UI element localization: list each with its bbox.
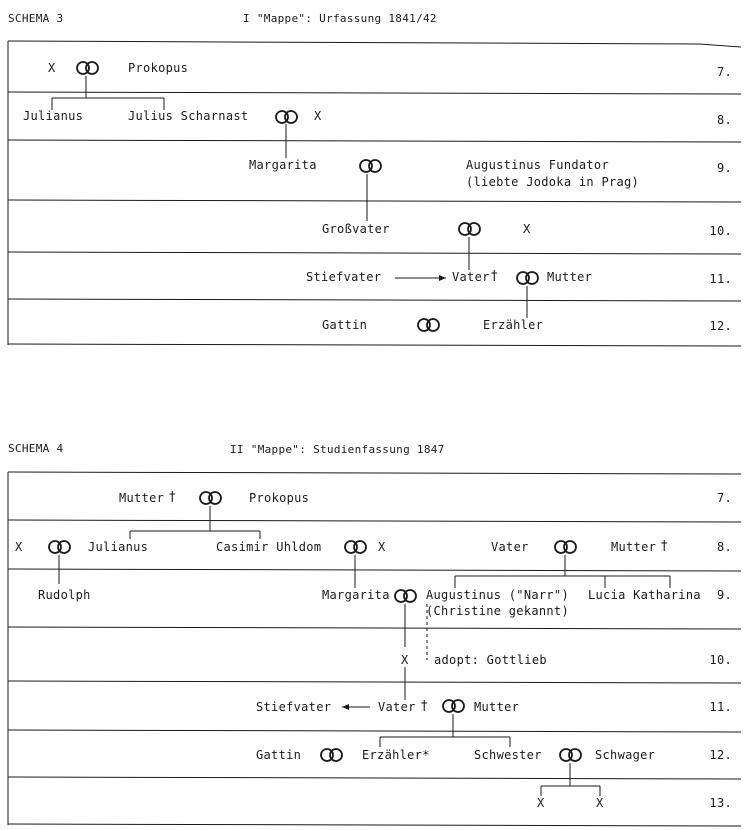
person-erzaehler: Erzähler <box>483 318 544 332</box>
person-augustinus: Augustinus Fundator <box>466 158 609 172</box>
marriage-rings-icon <box>442 699 465 713</box>
generation-number: 7. <box>716 65 732 79</box>
schema4-row-divider <box>7 568 742 572</box>
generation-number: 9. <box>716 161 732 175</box>
adoption-note: adopt: Gottlieb <box>434 653 547 667</box>
dagger-icon: † <box>491 269 498 284</box>
unknown-spouse: X <box>48 61 56 75</box>
marriage-rings-icon <box>48 540 71 554</box>
marriage-rings-icon <box>458 222 481 236</box>
generation-number: 10. <box>709 653 732 667</box>
schema3-label: SCHEMA 3 <box>8 12 64 25</box>
person-margarita: Margarita <box>249 158 317 172</box>
schema4-row-divider <box>7 729 742 733</box>
schema4-label: SCHEMA 4 <box>8 442 64 455</box>
schema3-title: I "Mappe": Urfassung 1841/42 <box>243 12 437 25</box>
unknown-child: X <box>537 796 545 810</box>
person-mutter: Mutter <box>611 540 657 554</box>
schema3-row-divider <box>7 298 742 302</box>
schema3-row-divider <box>7 251 742 255</box>
schema3-top-border <box>7 40 742 48</box>
marriage-rings-icon <box>559 748 582 762</box>
schema3-row-divider <box>7 139 742 143</box>
marriage-rings-icon <box>199 491 222 505</box>
marriage-rings-icon <box>394 589 417 603</box>
marriage-rings-icon <box>344 540 367 554</box>
dagger-icon: † <box>661 539 668 554</box>
person-lucia-katharina: Lucia Katharina <box>588 588 701 602</box>
marriage-rings-icon <box>417 318 440 332</box>
schema3-row-divider <box>7 199 742 203</box>
dagger-icon: † <box>421 699 428 714</box>
person-schwester: Schwester <box>474 748 542 762</box>
schema3-bottom-border <box>7 343 742 347</box>
marriage-rings-icon <box>516 271 539 285</box>
person-stiefvater: Stiefvater <box>306 270 382 284</box>
generation-number: 8. <box>716 113 732 127</box>
person-julianus: Julianus <box>88 540 149 554</box>
person-schwager: Schwager <box>595 748 656 762</box>
generation-number: 10. <box>709 224 732 238</box>
generation-number: 12. <box>709 748 732 762</box>
generation-number: 11. <box>709 700 732 714</box>
unknown-spouse: X <box>15 540 23 554</box>
schema4-row-divider <box>7 776 742 780</box>
unknown-spouse: X <box>314 109 322 123</box>
marriage-rings-icon <box>320 748 343 762</box>
schema4-bottom-border <box>7 823 742 827</box>
schema3-row-divider <box>7 91 742 95</box>
person-gattin: Gattin <box>256 748 302 762</box>
person-mutter: Mutter <box>474 700 520 714</box>
generation-number: 11. <box>709 272 732 286</box>
person-erzaehler: Erzähler* <box>362 748 430 762</box>
marriage-rings-icon <box>554 540 577 554</box>
person-grossvater: Großvater <box>322 222 390 236</box>
person-casimir-uhldom: Casimir Uhldom <box>216 540 322 554</box>
unknown-person: X <box>401 653 409 667</box>
person-julius-scharnast: Julius Scharnast <box>128 109 249 123</box>
generation-number: 12. <box>709 319 732 333</box>
marriage-rings-icon <box>275 110 298 124</box>
unknown-child: X <box>596 796 604 810</box>
person-augustinus: Augustinus ("Narr") <box>426 588 569 602</box>
marriage-rings-icon <box>359 159 382 173</box>
person-vater: Vater <box>378 700 416 714</box>
schema4-row-divider <box>7 680 742 684</box>
person-margarita: Margarita <box>322 588 390 602</box>
schema4-row-divider <box>7 519 742 523</box>
person-mutter: Mutter <box>547 270 593 284</box>
schema4-title: II "Mappe": Studienfassung 1847 <box>230 443 445 456</box>
dagger-icon: † <box>169 490 176 505</box>
person-prokopus: Prokopus <box>128 61 189 75</box>
generation-number: 7. <box>716 491 732 505</box>
person-prokopus: Prokopus <box>249 491 310 505</box>
generation-number: 13. <box>709 796 732 810</box>
person-vater: Vater <box>452 270 490 284</box>
marriage-rings-icon <box>76 61 99 75</box>
generation-number: 8. <box>716 540 732 554</box>
person-julianus: Julianus <box>23 109 84 123</box>
person-vater: Vater <box>491 540 529 554</box>
person-gattin: Gattin <box>322 318 368 332</box>
generation-number: 9. <box>716 588 732 602</box>
person-note: (Christine gekannt) <box>426 604 569 618</box>
person-stiefvater: Stiefvater <box>256 700 332 714</box>
unknown-spouse: X <box>523 222 531 236</box>
person-rudolph: Rudolph <box>38 588 91 602</box>
schema4-top-border <box>7 471 742 475</box>
schema4-row-divider <box>7 626 742 630</box>
unknown-spouse: X <box>378 540 386 554</box>
person-note: (liebte Jodoka in Prag) <box>466 175 640 189</box>
person-mutter: Mutter <box>119 491 165 505</box>
